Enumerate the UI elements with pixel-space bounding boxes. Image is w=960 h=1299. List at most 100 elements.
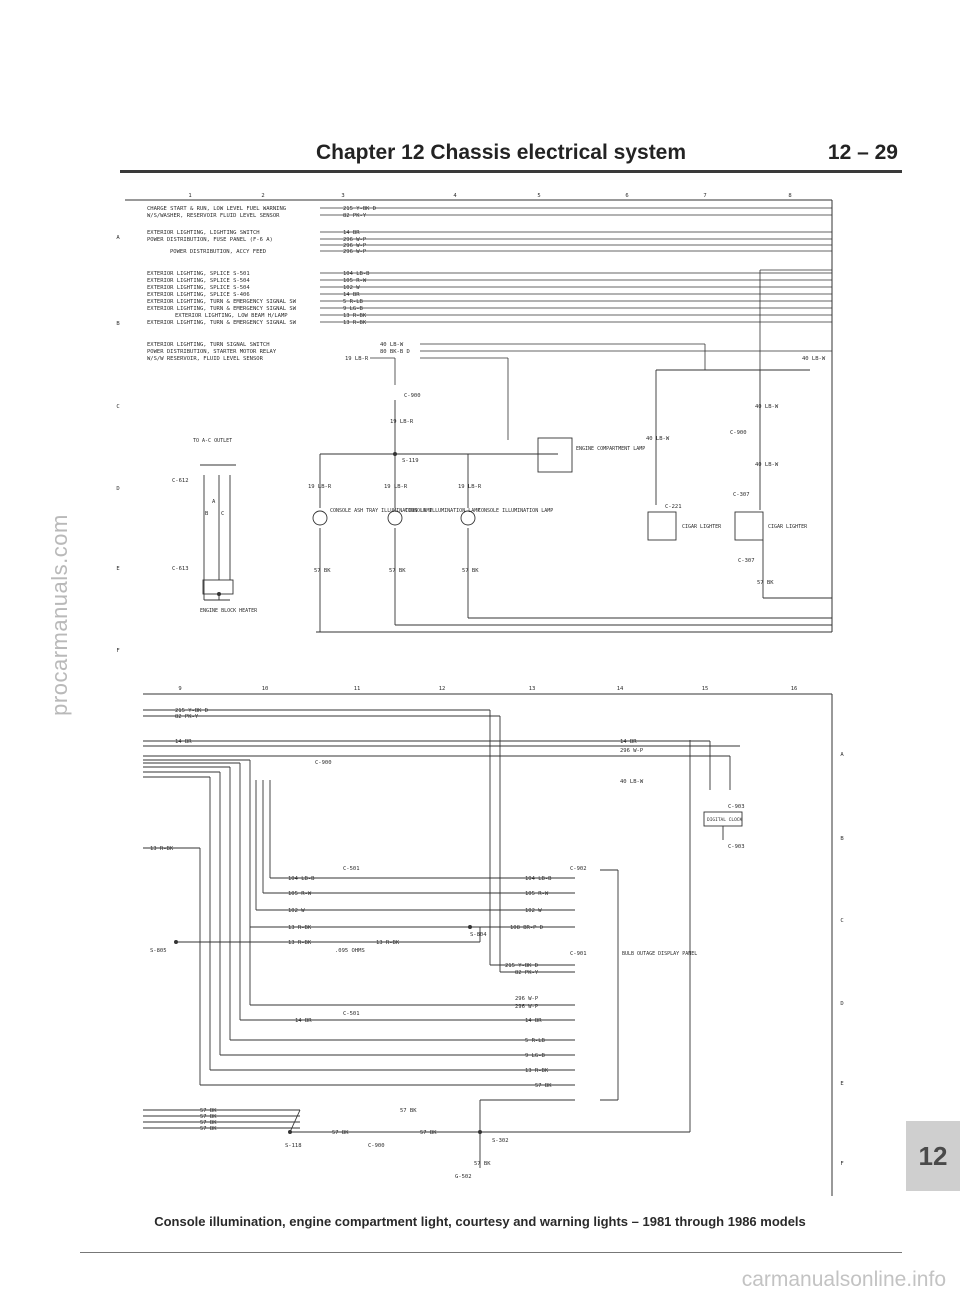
circuit-desc: POWER DISTRIBUTION, FUSE PANEL (F-6 A)	[147, 237, 273, 243]
illum-lamp-label: CONSOLE ILLUMINATION LAMP	[405, 508, 480, 514]
circuit-wire: 105 R-W	[343, 278, 367, 284]
wire-label: 296 W-P	[620, 748, 644, 754]
circuit-wire: 82 PK-Y	[343, 213, 367, 219]
ground-wire-label: 57 BK	[332, 1130, 349, 1136]
grid-number: 15	[702, 686, 709, 692]
s804-label: S-804	[470, 932, 487, 938]
resistor-wire-label: 13 R-BK	[376, 940, 400, 946]
wire-label: 40 LB-W	[755, 462, 779, 468]
lower-circuit: 215 Y-BK D 82 PK-Y 14 BR 13 R-BK C-900 1…	[143, 708, 745, 1180]
circuit-desc: EXTERIOR LIGHTING, LIGHTING SWITCH	[147, 230, 260, 236]
grid-number: 3	[341, 193, 344, 199]
grid-number: 9	[178, 686, 181, 692]
ground-wire-label: 57 BK	[200, 1114, 217, 1120]
panel-label: BULB OUTAGE DISPLAY PANEL	[622, 951, 697, 957]
ashtray-lamp-label: CONSOLE ASH TRAY ILLUMINATION LAMP	[330, 508, 432, 514]
lighter-label: CIGAR LIGHTER	[768, 524, 808, 530]
grid-letter: D	[840, 1001, 843, 1007]
c903-label: C-903	[728, 804, 745, 810]
wire-label: 104 LB-B	[525, 876, 552, 882]
circuit-desc: EXTERIOR LIGHTING, LOW BEAM H/LAMP	[175, 313, 288, 319]
wire-label: 82 PK-Y	[515, 970, 539, 976]
pin-label: A	[212, 499, 216, 505]
lamp-wire-label: 19 LB-R	[458, 484, 482, 490]
wire-label: 108 BR-P D	[510, 925, 543, 931]
circuit-desc: EXTERIOR LIGHTING, TURN & EMERGENCY SIGN…	[147, 306, 297, 312]
c501-label: C-501	[343, 1011, 360, 1017]
circuit-wire: 13 R-BK	[343, 313, 367, 319]
grid-letter: B	[116, 321, 120, 327]
cigar-lighter-circuit: C-221 C-900 C-307 C-307 CIGAR LIGHTER CI…	[646, 356, 832, 599]
circuit-wire: 14 BR	[343, 292, 360, 298]
chapter-title: Chapter 12 Chassis electrical system	[316, 141, 687, 164]
wire-label: 102 W	[288, 908, 305, 914]
wire-label: 13 R-BK	[525, 1068, 549, 1074]
circuit-desc: W/S/W RESERVOIR, FLUID LEVEL SENSOR	[147, 356, 264, 362]
grid-letter: D	[116, 486, 119, 492]
ground-wire-label: 57 BK	[474, 1161, 491, 1167]
c900-label: C-900	[368, 1143, 385, 1149]
circuit-desc: CHARGE START & RUN, LOW LEVEL FUEL WARNI…	[147, 206, 286, 212]
circuit-wire: 13 R-BK	[343, 320, 367, 326]
ground-wire-label: 57 BK	[462, 568, 479, 574]
wire-label: 105 R-W	[288, 891, 312, 897]
s119-label: S-119	[402, 458, 419, 464]
circuit-wire: 80 BK-B D	[380, 349, 410, 355]
wire-label: 57 BK	[535, 1083, 552, 1089]
grid-letter: C	[116, 404, 119, 410]
pin-label: B	[205, 511, 209, 517]
lamp-wire-label: 19 LB-R	[384, 484, 408, 490]
circuit-wire: 296 W-P	[343, 243, 367, 249]
grid-letter: F	[116, 648, 119, 654]
grid-letters-left: A B C D E F	[116, 235, 120, 654]
c501-label: C-501	[343, 866, 360, 872]
wire-label: 40 LB-W	[755, 404, 779, 410]
c613-label: C-613	[172, 566, 189, 572]
wire-label: 13 R-BK	[288, 940, 312, 946]
outlet-label: TO A-C OUTLET	[193, 438, 232, 444]
ground-wire-label: 57 BK	[200, 1120, 217, 1126]
heater-label: ENGINE BLOCK HEATER	[200, 608, 258, 614]
circuit-desc: EXTERIOR LIGHTING, TURN SIGNAL SWITCH	[147, 342, 270, 348]
grid-number: 11	[354, 686, 361, 692]
resistor-ohms-label: .095 OHMS	[335, 948, 365, 954]
grid-number: 16	[791, 686, 798, 692]
grid-number: 5	[537, 193, 540, 199]
ground-wire-label: 57 BK	[200, 1108, 217, 1114]
circuit-wire: 296 W-P	[343, 237, 367, 243]
outlet-heater-circuit: TO A-C OUTLET C-612 A B C C-613 ENGINE B…	[172, 438, 258, 614]
circuit-desc: W/S/WASHER, RESERVOIR FLUID LEVEL SENSOR	[147, 213, 280, 219]
wire-label: 14 BR	[525, 1018, 542, 1024]
grid-number: 8	[788, 193, 791, 199]
ground-wire-label: 57 BK	[314, 568, 331, 574]
c902-label: C-902	[570, 866, 587, 872]
grid-numbers-bottom: 9 10 11 12 13 14 15 16	[178, 686, 797, 692]
upper-circuit-list: CHARGE START & RUN, LOW LEVEL FUEL WARNI…	[147, 206, 832, 440]
ground-wire-label: 57 BK	[400, 1108, 417, 1114]
s805-label: S-805	[150, 948, 167, 954]
wire-label: 9 LG-B	[525, 1053, 546, 1059]
wire-label: 5 R-LB	[525, 1038, 546, 1044]
grid-letters-right: A B C D E F	[840, 752, 844, 1167]
circuit-wire: 102 W	[343, 285, 360, 291]
c612-label: C-612	[172, 478, 189, 484]
ground-wire-label: 57 BK	[420, 1130, 437, 1136]
engine-lamp-label: ENGINE COMPARTMENT LAMP	[576, 446, 645, 452]
illum-lamp-label: CONSOLE ILLUMINATION LAMP	[478, 508, 553, 514]
wire-label: 40 LB-W	[646, 436, 670, 442]
lamp-wire-label: 19 LB-R	[308, 484, 332, 490]
wire-label: 104 LB-B	[288, 876, 315, 882]
grid-number: 14	[617, 686, 624, 692]
s118-label: S-118	[285, 1143, 302, 1149]
grid-number: 12	[439, 686, 446, 692]
c901-label: C-901	[570, 951, 587, 957]
circuit-desc: EXTERIOR LIGHTING, SPLICE S-406	[147, 292, 250, 298]
figure-caption: Console illumination, engine compartment…	[154, 1214, 806, 1229]
c900-label: C-900	[730, 430, 747, 436]
footer-watermark: carmanualsonline.info	[741, 1268, 946, 1291]
ground-wire-label: 57 BK	[389, 568, 406, 574]
wire-label: 215 Y-BK D	[505, 963, 538, 969]
circuit-desc: EXTERIOR LIGHTING, TURN & EMERGENCY SIGN…	[147, 299, 297, 305]
wire-label: 215 Y-BK D	[175, 708, 208, 714]
